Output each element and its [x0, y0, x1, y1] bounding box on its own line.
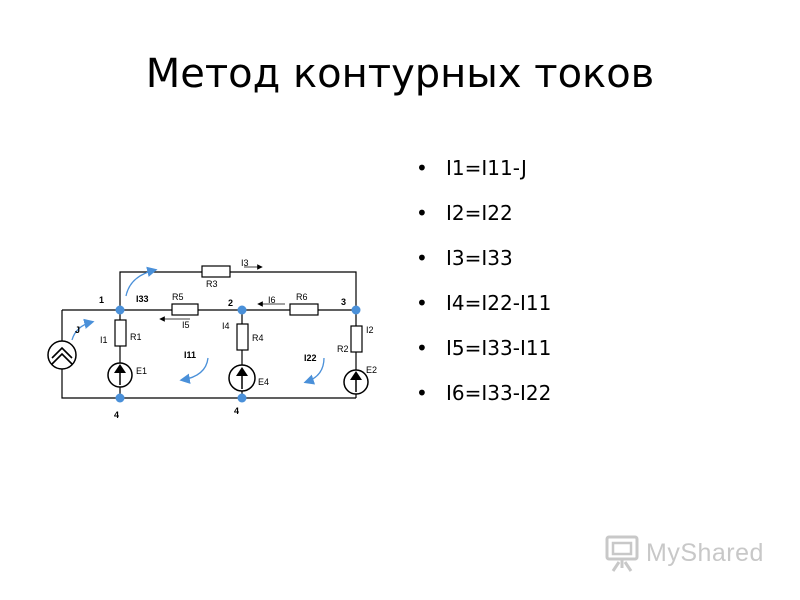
- label-i2: I2: [366, 325, 374, 335]
- resistor-r3: [201, 265, 231, 278]
- label-i4: I4: [222, 321, 230, 331]
- resistor-r4: [236, 323, 249, 351]
- loop-i22-arrow: [303, 357, 325, 385]
- label-i3: I3: [241, 258, 249, 268]
- label-node-4-left: 4: [114, 410, 119, 420]
- label-i1: I1: [100, 335, 108, 345]
- slide-title: Метод контурных токов: [145, 51, 655, 97]
- label-i22: I22: [304, 353, 317, 363]
- presentation-board-icon: [605, 535, 639, 572]
- node-2-dot: [237, 305, 247, 315]
- label-node-3: 3: [341, 297, 346, 307]
- label-r3: R3: [206, 279, 218, 289]
- resistor-r1: [114, 319, 127, 347]
- equation-item: I6=I33-I22: [416, 371, 551, 416]
- node-4-mid-dot: [237, 393, 247, 403]
- node-3-dot: [351, 305, 361, 315]
- logo-text: MyShared: [646, 538, 764, 567]
- label-e4: E4: [258, 377, 269, 387]
- loop-i33-arrow: [125, 266, 158, 297]
- label-i6: I6: [268, 295, 276, 305]
- label-i33: I33: [136, 294, 149, 304]
- label-i11: I11: [184, 350, 196, 360]
- myshared-logo[interactable]: MyShared: [604, 533, 764, 573]
- resistor-r2: [350, 325, 363, 353]
- loop-i11-arrow: [179, 357, 209, 384]
- equation-item: I5=I33-I11: [416, 326, 551, 371]
- label-e2: E2: [366, 365, 377, 375]
- label-r5: R5: [172, 292, 184, 302]
- node-4-left-dot: [115, 393, 125, 403]
- label-i5: I5: [182, 320, 190, 330]
- resistor-r5: [171, 303, 199, 316]
- label-r6: R6: [296, 292, 308, 302]
- voltage-source-e1: [107, 362, 133, 388]
- label-j: J: [75, 325, 80, 335]
- equation-item: I2=I22: [416, 191, 551, 236]
- equation-item: I1=I11-J: [416, 146, 551, 191]
- current-source-j: [47, 340, 77, 370]
- equation-item: I3=I33: [416, 236, 551, 281]
- label-r4: R4: [252, 333, 264, 343]
- label-r2: R2: [337, 344, 349, 354]
- label-r1: R1: [130, 332, 142, 342]
- voltage-source-e4: [228, 364, 256, 392]
- equation-list: I1=I11-J I2=I22 I3=I33 I4=I22-I11 I5=I33…: [416, 146, 551, 416]
- label-node-2: 2: [228, 298, 233, 308]
- voltage-source-e2: [343, 369, 369, 395]
- label-e1: E1: [136, 366, 147, 376]
- node-1-dot: [115, 305, 125, 315]
- wires: [61, 271, 357, 399]
- label-node-4-mid: 4: [234, 406, 239, 416]
- loop-j-arrow: [71, 318, 95, 341]
- resistor-r6: [289, 303, 319, 316]
- label-node-1: 1: [99, 295, 104, 305]
- equation-item: I4=I22-I11: [416, 281, 551, 326]
